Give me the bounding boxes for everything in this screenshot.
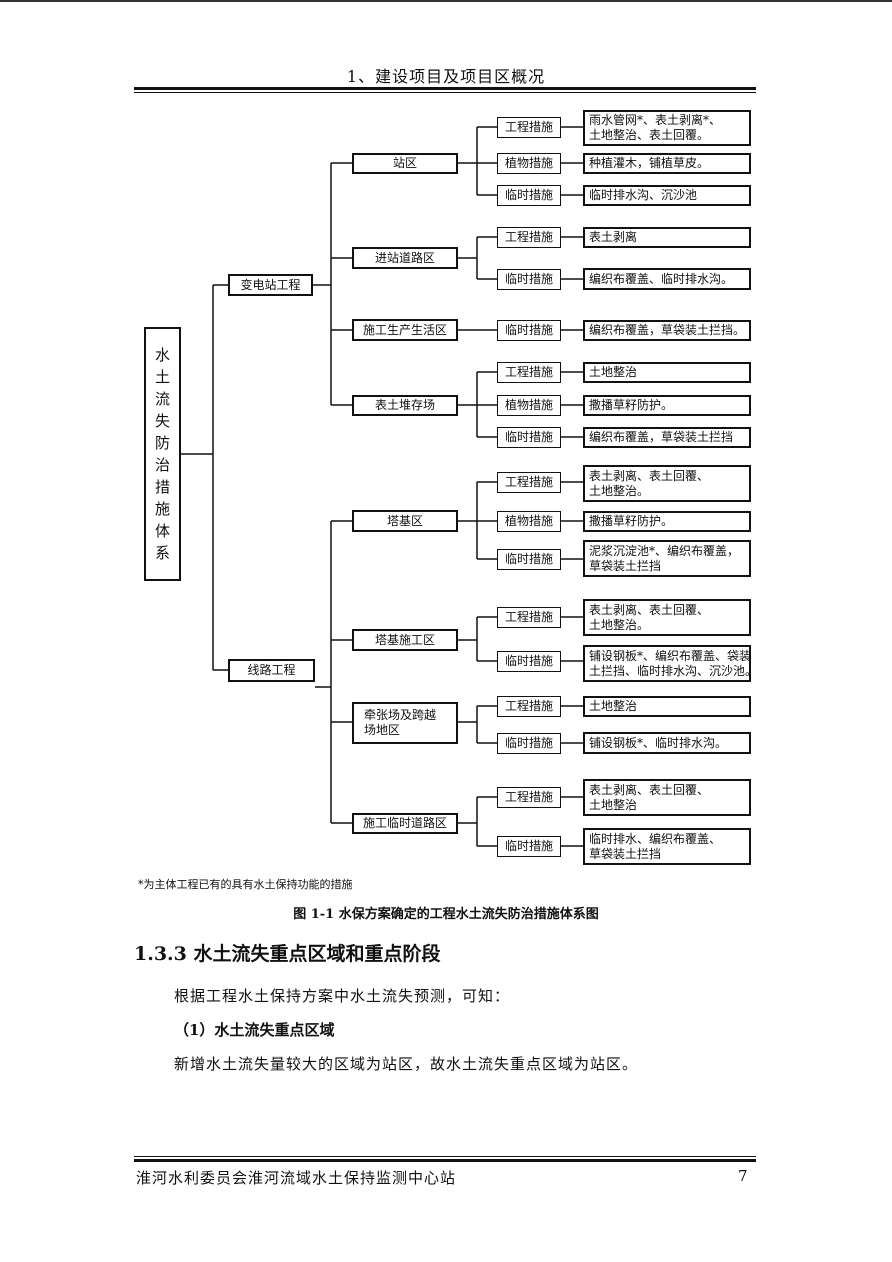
measure-box: 临时措施 [497,320,561,341]
measure-box: 工程措施 [497,472,561,493]
detail-box: 表土剥离、表土回覆、土地整治。 [583,599,751,636]
node-tower-construction-area: 塔基施工区 [352,629,458,651]
root-node-soil-erosion-system: 水 土 流 失 防 治 措 施 体 系 [144,327,181,581]
detail-box: 土地整治 [583,362,751,383]
detail-box: 编织布覆盖，草袋装土拦挡 [583,427,751,448]
node-line-project: 线路工程 [228,659,315,682]
detail-box: 表土剥离、表土回覆、土地整治。 [583,465,751,502]
measure-box: 工程措施 [497,117,561,138]
detail-box: 撒播草籽防护。 [583,511,751,532]
root-char: 系 [154,544,170,562]
root-char: 体 [154,522,170,540]
figure-caption: 图 1-1 水保方案确定的工程水土流失防治措施体系图 [293,907,599,922]
root-char: 施 [154,500,170,518]
node-construction-living-area: 施工生产生活区 [352,319,458,341]
header-rule-thin [134,92,756,93]
root-char: 防 [154,434,170,452]
page-number: 7 [738,1167,748,1185]
node-temp-road-area: 施工临时道路区 [352,813,458,834]
detail-box: 雨水管网*、表土剥离*、土地整治、表土回覆。 [583,110,751,146]
detail-box: 铺设钢板*、临时排水沟。 [583,732,751,754]
detail-box: 撒播草籽防护。 [583,395,751,416]
footnote: *为主体工程已有的具有水土保持功能的措施 [138,878,353,891]
page-header: 1、建设项目及项目区概况 [346,67,546,86]
detail-box: 临时排水、编织布覆盖、草袋装土拦挡 [583,828,751,865]
measure-box: 临时措施 [497,733,561,754]
root-char: 水 [154,346,170,364]
measure-box: 临时措施 [497,427,561,448]
measure-box: 临时措施 [497,185,561,206]
node-substation-project: 变电站工程 [228,274,313,296]
measure-box: 临时措施 [497,836,561,857]
detail-box: 种植灌木，铺植草皮。 [583,153,751,174]
root-char: 失 [154,412,170,430]
detail-box: 表土剥离 [583,227,751,248]
body-paragraph: 根据工程水土保持方案中水土流失预测，可知： [174,987,511,1005]
measure-box: 植物措施 [497,153,561,174]
root-char: 土 [154,368,170,386]
detail-box: 泥浆沉淀池*、编织布覆盖，草袋装土拦挡 [583,540,751,577]
measure-box: 临时措施 [497,549,561,570]
node-access-road-area: 进站道路区 [352,247,458,269]
measure-box: 工程措施 [497,787,561,808]
root-char: 治 [154,456,170,474]
node-tower-base-area: 塔基区 [352,510,458,532]
footer-rule-thick [134,1159,756,1162]
detail-box: 表土剥离、表土回覆、土地整治 [583,779,751,816]
detail-box: 编织布覆盖、临时排水沟。 [583,268,751,290]
subheading: （1）水土流失重点区域 [174,1021,335,1039]
measure-box: 植物措施 [497,511,561,532]
footer-rule-thin [134,1156,756,1157]
measure-box: 工程措施 [497,362,561,383]
detail-box: 临时排水沟、沉沙池 [583,185,751,206]
measure-box: 工程措施 [497,696,561,717]
top-border [0,0,892,2]
node-topsoil-storage: 表土堆存场 [352,395,458,416]
measure-box: 临时措施 [497,651,561,672]
section-heading: 1.3.3 水土流失重点区域和重点阶段 [134,943,441,965]
node-station-area: 站区 [352,153,458,174]
measure-box: 临时措施 [497,269,561,290]
detail-box: 铺设钢板*、编织布覆盖、袋装土拦挡、临时排水沟、沉沙池。 [583,645,757,682]
measure-box: 植物措施 [497,395,561,416]
root-char: 流 [154,390,170,408]
measure-box: 工程措施 [497,607,561,628]
root-char: 措 [154,478,170,496]
node-tension-crossing-area: 牵张场及跨越场地区 [352,702,458,744]
body-paragraph: 新增水土流失量较大的区域为站区，故水土流失重点区域为站区。 [174,1055,639,1073]
detail-box: 土地整治 [583,696,751,717]
measure-box: 工程措施 [497,227,561,248]
header-rule-thick [134,87,756,90]
detail-box: 编织布覆盖，草袋装土拦挡。 [583,320,751,341]
footer-organization: 淮河水利委员会淮河流域水土保持监测中心站 [136,1169,457,1187]
